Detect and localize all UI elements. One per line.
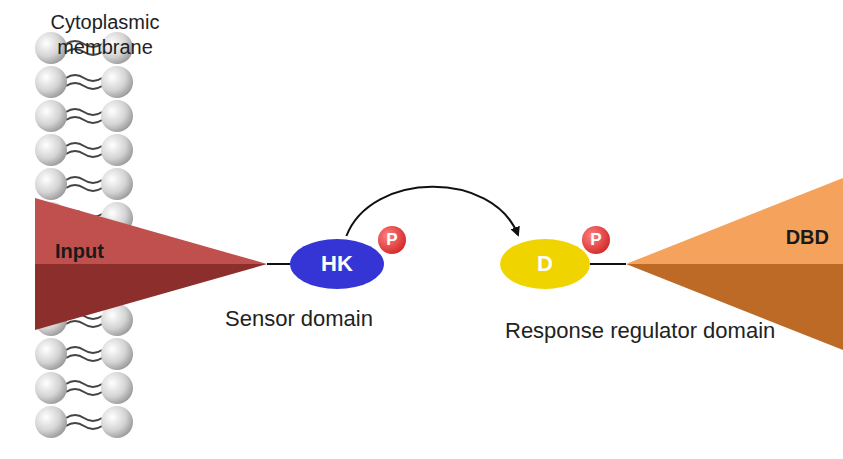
linker-line: [267, 263, 290, 265]
node-label: P: [590, 230, 601, 250]
text-holder: P: [582, 226, 610, 254]
phosphate: P: [582, 226, 610, 254]
node-label: DBD: [786, 226, 829, 249]
phosphate: P: [378, 226, 406, 254]
domain-label: Sensor domain: [225, 306, 373, 332]
membrane-label: Cytoplasmic membrane: [30, 10, 180, 60]
node-label: P: [386, 230, 397, 250]
histidine-kinase: HKP: [290, 239, 384, 289]
phosphotransfer-arrow: [346, 187, 518, 236]
text-holder: D: [500, 239, 590, 289]
receiver-domain: DP: [500, 239, 590, 289]
domain-label: Response regulator domain: [505, 318, 775, 344]
node-label: Input: [55, 240, 104, 263]
node-label: D: [537, 251, 553, 277]
node-label: HK: [321, 251, 353, 277]
text-holder: HK: [290, 239, 384, 289]
text-holder: P: [378, 226, 406, 254]
linker-line: [590, 263, 626, 265]
